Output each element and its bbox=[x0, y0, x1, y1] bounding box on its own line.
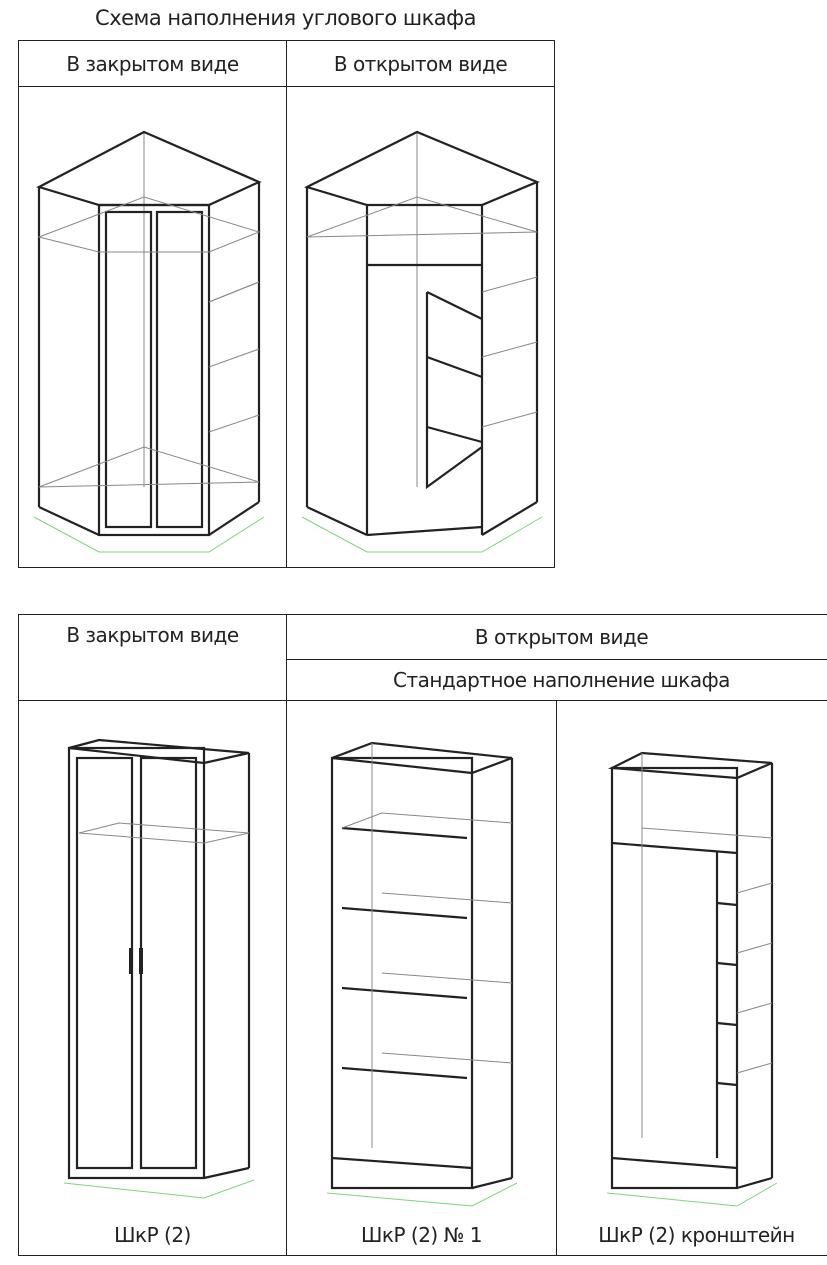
caption-shkr-2: ШкР (2) bbox=[114, 1223, 191, 1247]
header-open: В открытом виде bbox=[286, 614, 827, 660]
caption-shkr-2-no1: ШкР (2) № 1 bbox=[361, 1223, 482, 1247]
wardrobe-open-shelves-image bbox=[326, 741, 518, 1207]
subheader-standard-filling: Стандартное наполнение шкафа bbox=[286, 659, 827, 701]
page-title: Схема наполнения углового шкафа bbox=[95, 6, 476, 30]
standard-wardrobe-table: В закрытом виде В открытом виде Стандарт… bbox=[18, 614, 827, 1256]
header-closed: В закрытом виде bbox=[18, 614, 287, 701]
wardrobe-open-cell-2: ШкР (2) кронштейн bbox=[556, 700, 827, 1256]
wardrobe-closed-image bbox=[63, 738, 255, 1199]
wardrobe-open-bracket-image bbox=[606, 751, 778, 1207]
header-closed: В закрытом виде bbox=[18, 40, 287, 87]
corner-wardrobe-open-image bbox=[301, 130, 543, 553]
wardrobe-closed-cell: ШкР (2) bbox=[18, 700, 287, 1256]
wardrobe-open-cell-1: ШкР (2) № 1 bbox=[286, 700, 557, 1256]
corner-wardrobe-closed-image bbox=[33, 130, 265, 553]
header-open: В открытом виде bbox=[286, 40, 555, 87]
corner-closed-drawing bbox=[18, 86, 287, 568]
corner-open-drawing bbox=[286, 86, 555, 568]
caption-shkr-2-bracket: ШкР (2) кронштейн bbox=[598, 1223, 795, 1247]
corner-wardrobe-table: В закрытом виде В открытом виде bbox=[18, 40, 555, 568]
